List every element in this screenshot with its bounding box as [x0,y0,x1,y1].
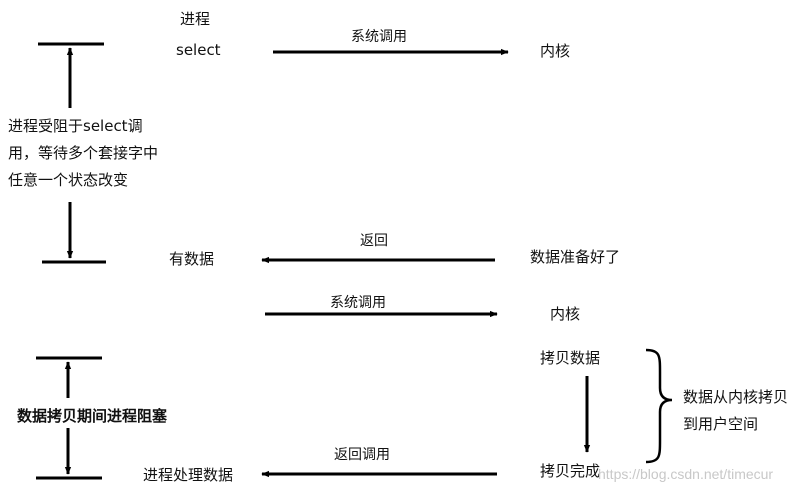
curly-brace [645,348,673,464]
watermark: https://blog.csdn.net/timecur [598,466,774,482]
label-select: select [176,41,221,59]
label-copy-done: 拷贝完成 [540,462,601,480]
label-copy-data: 拷贝数据 [540,349,601,367]
label-return-1: 返回 [360,233,388,249]
label-data-ready: 数据准备好了 [530,248,621,266]
label-syscall-2: 系统调用 [330,295,386,311]
label-process-data: 进程处理数据 [143,466,234,484]
label-kernel-1: 内核 [540,42,571,60]
label-syscall-1: 系统调用 [351,29,407,45]
label-copy-block: 数据拷贝期间进程阻塞 [17,407,168,425]
label-kernel-2: 内核 [550,305,581,323]
label-has-data: 有数据 [169,250,215,268]
label-block-note: 进程受阻于select调用，等待多个套接字中任意一个状态改变 [8,117,159,189]
label-process: 进程 [180,10,211,28]
label-copy-note: 数据从内核拷贝到用户空间 [683,388,789,433]
label-return-call: 返回调用 [334,447,390,463]
